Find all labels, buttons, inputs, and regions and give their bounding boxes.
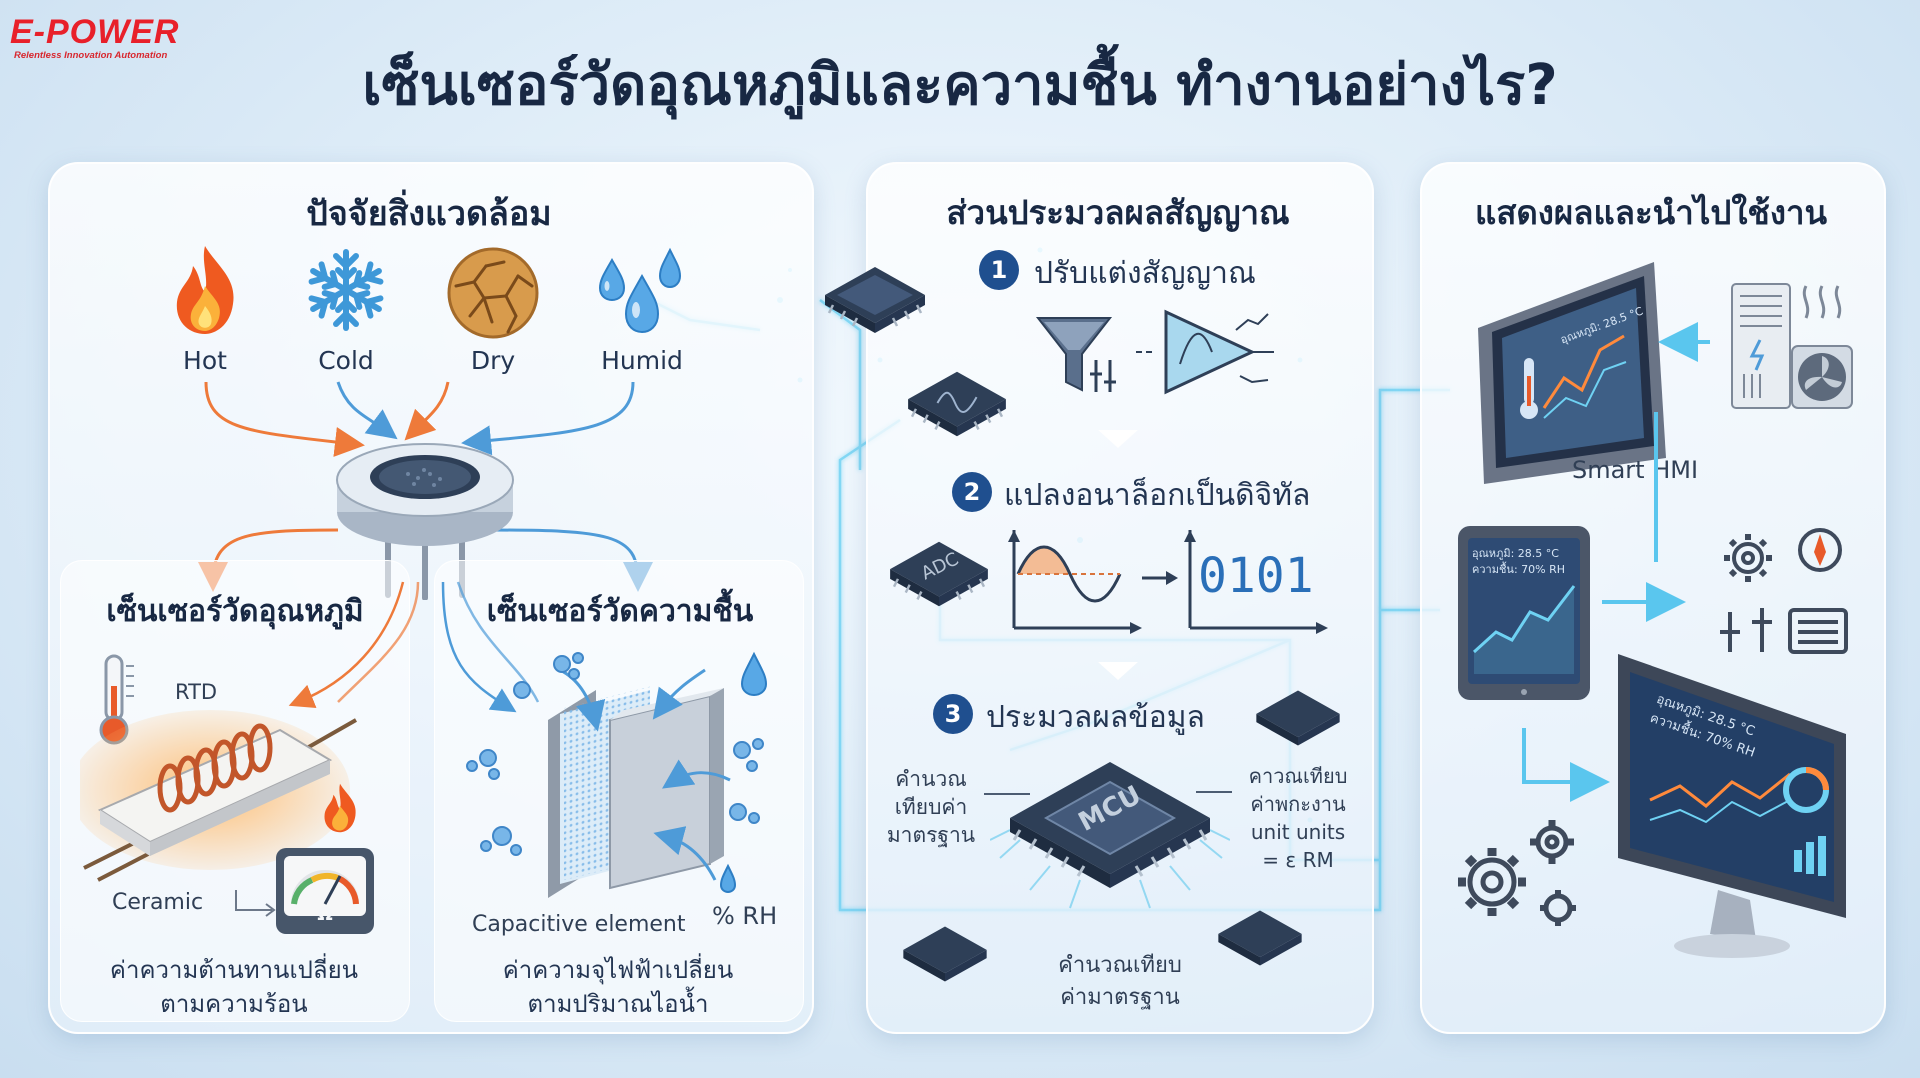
- sensor-device-icon: [336, 443, 514, 600]
- step-2-number: 2: [963, 478, 981, 506]
- left-note: คำนวณ เทียบค่า มาตรฐาน: [872, 765, 990, 849]
- left-note-line-3: มาตรฐาน: [886, 823, 976, 847]
- output-heading: แสดงผลและนำไปใช้งาน: [1474, 193, 1828, 232]
- small-chip-icon: [1256, 690, 1340, 746]
- conversion-arrow-icon: [1142, 571, 1178, 585]
- filter-chip-icon: [908, 371, 1006, 437]
- logo-tagline: Relentless Innovation Automation: [14, 50, 168, 61]
- env-label-dry: Dry: [470, 346, 516, 375]
- page-title: เซ็นเซอร์วัดอุณหภูมิและความชื้น ทำงานอย่…: [362, 53, 1558, 118]
- logo: E-POWER Relentless Innovation Automation: [10, 14, 220, 61]
- step-divider-chevron: [1098, 662, 1138, 680]
- smart-hmi-icon: [1478, 262, 1666, 484]
- right-note-line-3: unit units: [1250, 820, 1346, 844]
- env-label-humid: Humid: [601, 346, 683, 375]
- temp-caption-line-2: ตามความร้อน: [160, 990, 308, 1018]
- small-fire-icon: [324, 783, 356, 833]
- cracked-earth-icon: [447, 247, 539, 339]
- control-gears-icon: [1720, 528, 1848, 654]
- gears-icon: [1458, 820, 1576, 926]
- environment-heading: ปัจจัยสิ่งแวดล้อม: [306, 194, 552, 234]
- humidity-sensor-heading: เซ็นเซอร์วัดความชื้น: [486, 594, 754, 629]
- left-note-line-2: เทียบค่า: [894, 795, 968, 819]
- humidity-caption-line-2: ตามปริมาณไอน้ำ: [527, 990, 709, 1018]
- temp-sensor-heading: เซ็นเซอร์วัดอุณหภูมิ: [106, 594, 364, 629]
- ohm-symbol: Ω: [317, 904, 333, 925]
- tablet-line-1: อุณหภูมิ: 28.5 °C: [1472, 547, 1559, 560]
- tablet-icon: [1458, 526, 1590, 700]
- right-note-line-2: ค่าพกะงาน: [1250, 792, 1346, 816]
- amplifier-icon: [1136, 309, 1274, 395]
- bottom-note-line-1: คำนวณเทียบ: [1058, 953, 1182, 978]
- note-leader-lines: [984, 791, 1232, 795]
- step-1-badge: 1: [979, 250, 1019, 290]
- rh-label: % RH: [712, 902, 778, 930]
- step-3-badge: 3: [933, 694, 973, 734]
- right-note-line-4: = ε RM: [1262, 848, 1334, 872]
- digital-axes-icon: [1184, 530, 1328, 634]
- server-cooling-icon: [1731, 283, 1853, 409]
- output-flow-arrows: [1522, 322, 1710, 802]
- env-label-hot: Hot: [183, 346, 227, 375]
- right-note: คาวณเทียบ ค่าพกะงาน unit units = ε RM: [1232, 762, 1364, 874]
- water-molecules-icon: [466, 651, 768, 894]
- analog-wave-icon: [1008, 530, 1142, 634]
- snowflake-icon: [302, 249, 390, 334]
- tablet-screen-text: อุณหภูมิ: 28.5 °C ความชื้น: 70% RH: [1472, 546, 1565, 578]
- temp-caption-line-1: ค่าความต้านทานเปลี่ยน: [109, 956, 359, 984]
- capacitive-element-icon: [548, 668, 731, 898]
- adc-chip-icon: [890, 541, 988, 607]
- step-1-label: ปรับแต่งสัญญาณ: [1034, 256, 1256, 291]
- mcu-chip-icon: [990, 762, 1230, 909]
- water-drops-icon: [598, 247, 682, 334]
- small-chip-icon: [903, 926, 987, 982]
- logo-wordmark: E-POWER: [10, 13, 180, 51]
- chip-icon: [825, 267, 925, 333]
- right-note-line-1: คาวณเทียบ: [1248, 764, 1348, 788]
- monitor-icon: [1618, 654, 1846, 958]
- bottom-note: คำนวณเทียบ ค่ามาตรฐาน: [1020, 950, 1220, 1014]
- step-divider-chevron: [1098, 430, 1138, 448]
- funnel-filter-icon: [1035, 317, 1116, 392]
- fire-icon: [176, 246, 234, 334]
- processing-heading: ส่วนประมวลผลสัญญาณ: [946, 193, 1290, 232]
- capacitive-element-label: Capacitive element: [472, 912, 686, 937]
- rtd-label: RTD: [175, 680, 218, 704]
- left-note-line-1: คำนวณ: [895, 767, 967, 791]
- smart-hmi-label: Smart HMI: [1571, 456, 1699, 484]
- step-1-number: 1: [990, 256, 1008, 284]
- tablet-line-2: ความชื้น: 70% RH: [1472, 563, 1566, 576]
- bottom-note-line-2: ค่ามาตรฐาน: [1060, 985, 1180, 1010]
- small-chip-icon: [1218, 910, 1302, 966]
- step-3-number: 3: [944, 700, 962, 728]
- step-3-label: ประมวลผลข้อมูล: [986, 700, 1205, 735]
- rtd-element-icon: [80, 710, 357, 882]
- step-2-badge: 2: [952, 472, 992, 512]
- digital-readout: 0101: [1198, 548, 1314, 604]
- step-2-label: แปลงอนาล็อกเป็นดิจิทัล: [1004, 478, 1311, 513]
- humidity-caption-line-1: ค่าความจุไฟฟ้าเปลี่ยน: [502, 956, 734, 984]
- ohm-meter-icon: [235, 848, 374, 934]
- ceramic-label: Ceramic: [112, 890, 204, 915]
- env-label-cold: Cold: [318, 346, 374, 375]
